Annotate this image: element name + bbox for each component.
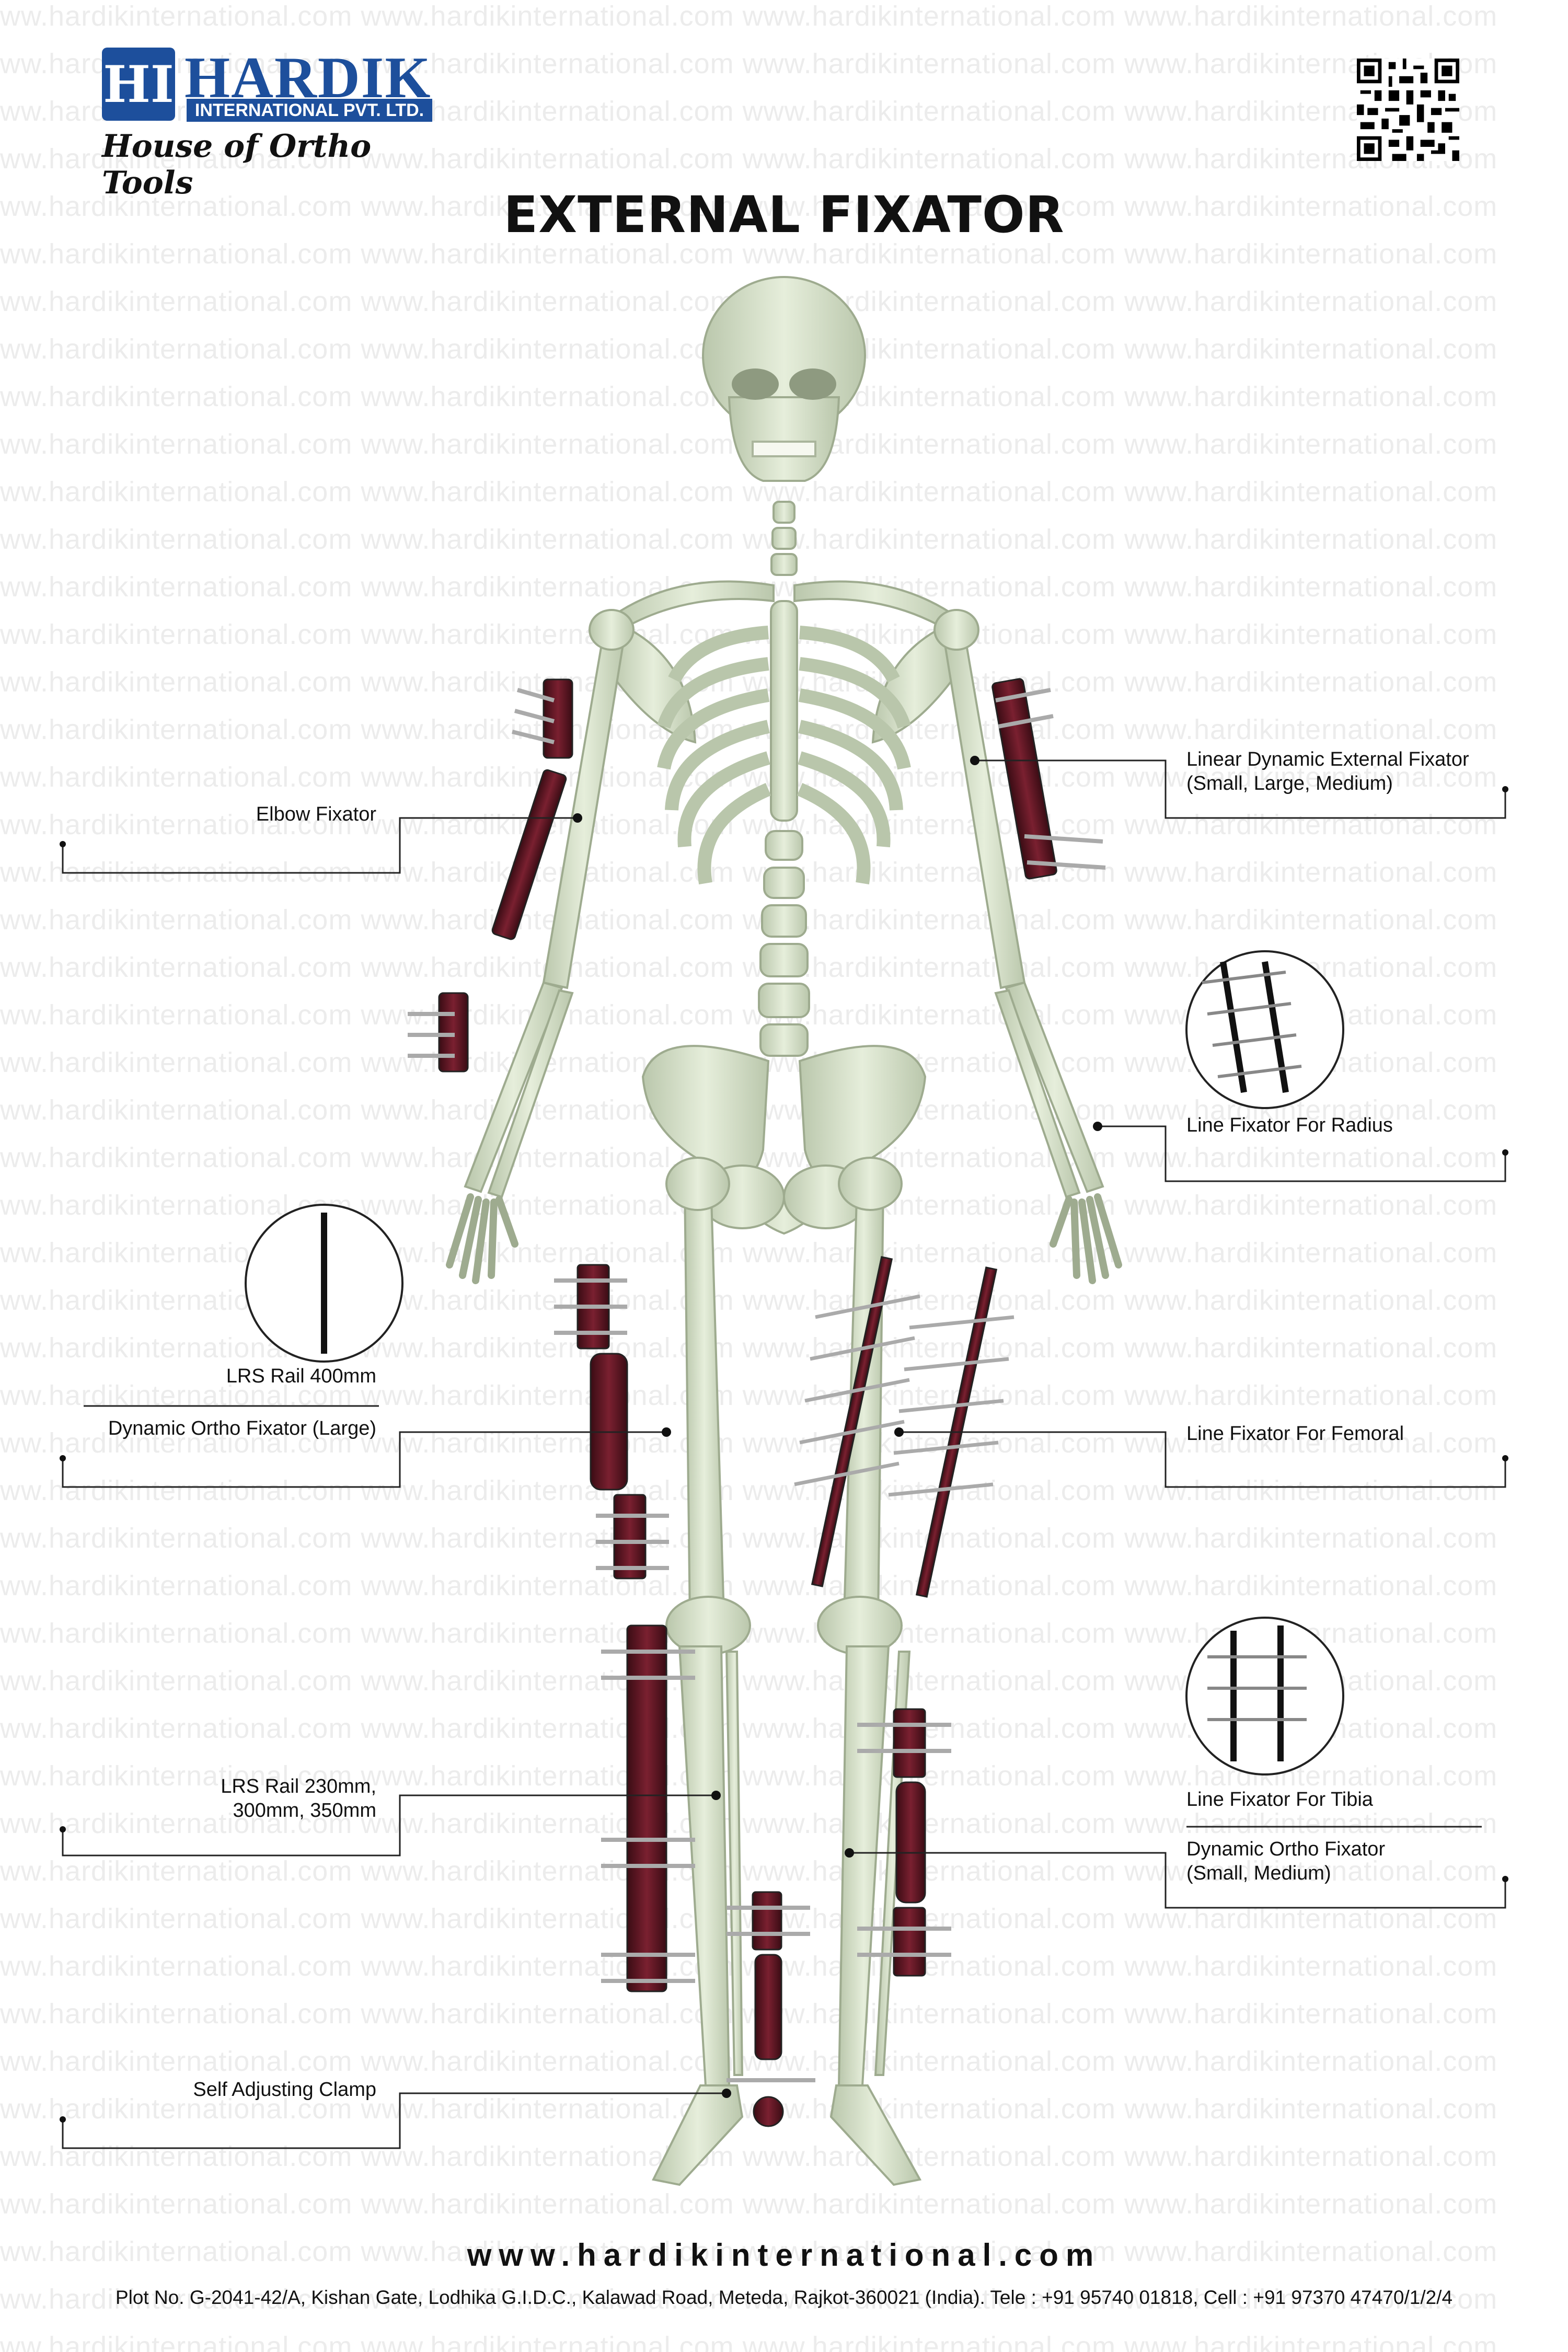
footer-address: Plot No. G-2041-42/A, Kishan Gate, Lodhi… (115, 2287, 1453, 2308)
finger (446, 1193, 474, 1269)
qr-code-icon (1357, 59, 1459, 161)
logo-monogram-icon: HI (102, 48, 175, 121)
humeral-head-left (589, 609, 635, 651)
self-adjusting-clamp (727, 1891, 815, 2127)
clavicle-left (610, 580, 775, 635)
label-linear-dynamic-line2: (Small, Large, Medium) (1186, 773, 1393, 794)
finger (488, 1198, 498, 1279)
vertebra (759, 943, 809, 977)
label-dynamic-ortho-small-line2: (Small, Medium) (1186, 1862, 1331, 1884)
finger (1078, 1198, 1096, 1284)
rib (677, 751, 770, 848)
radius-right (1005, 981, 1104, 1193)
label-dynamic-ortho-small: Dynamic Ortho Fixator (Small, Medium) (1186, 1837, 1500, 1885)
foot-left (652, 2084, 744, 2186)
label-line-fixator-femoral: Line Fixator For Femoral (1186, 1423, 1404, 1445)
vertebra (773, 501, 795, 524)
femur-left (683, 1180, 725, 1622)
eye-socket-right (789, 368, 836, 400)
footer-website: www.hardikinternational.com (467, 2238, 1101, 2273)
label-dynamic-ortho-small-line1: Dynamic Ortho Fixator (1186, 1838, 1386, 1860)
finger (495, 1196, 518, 1248)
vertebra (761, 904, 807, 938)
dynamic-ortho-fixator-large (554, 1264, 669, 1579)
ulna-left (487, 989, 574, 1198)
label-linear-dynamic-line1: Linear Dynamic External Fixator (1186, 748, 1469, 770)
rib (657, 657, 769, 729)
vertebra (759, 1023, 809, 1057)
rib (697, 783, 771, 885)
finger (1086, 1196, 1109, 1279)
eye-socket-left (732, 368, 779, 400)
teeth (752, 441, 816, 457)
femoral-head-left (665, 1157, 730, 1211)
label-line-fixator-tibia: Line Fixator For Tibia (1186, 1789, 1373, 1811)
vertebra (771, 527, 797, 550)
foot-right (829, 2084, 922, 2186)
label-self-adjusting-clamp: Self Adjusting Clamp (193, 2079, 376, 2101)
rib (798, 720, 903, 811)
label-lrs-rail-230-line1: LRS Rail 230mm, (221, 1775, 376, 1797)
rib (799, 626, 900, 683)
rib (668, 626, 769, 683)
rib (798, 688, 911, 770)
femur-right (843, 1180, 885, 1622)
detail-circle-tibia (1185, 1617, 1344, 1775)
femoral-head-right (838, 1157, 903, 1211)
finger (472, 1198, 490, 1284)
label-linear-dynamic: Linear Dynamic External Fixator (Small, … (1186, 747, 1521, 795)
label-lrs-rail-230: LRS Rail 230mm, 300mm, 350mm (157, 1774, 376, 1823)
vertebra (758, 983, 810, 1018)
label-elbow-fixator: Elbow Fixator (256, 803, 376, 825)
vertebra (770, 553, 798, 576)
logo-tagline: House of Ortho Tools (102, 128, 372, 201)
vertebra (763, 867, 805, 899)
finger (1050, 1196, 1073, 1248)
label-lrs-rail-230-line2: 300mm, 350mm (233, 1800, 376, 1821)
rib (657, 688, 770, 770)
detail-circles (245, 950, 1344, 1775)
rib (799, 657, 911, 729)
finger (1094, 1193, 1122, 1269)
company-logo: HI HARDIK INTERNATIONAL PVT. LTD. House … (97, 44, 442, 201)
finger (459, 1196, 482, 1279)
clavicle-right (793, 580, 958, 635)
label-lrs-rail-400: LRS Rail 400mm (226, 1365, 376, 1387)
page-title: EXTERNAL FIXATOR (503, 186, 1065, 244)
radius-left (464, 981, 563, 1193)
skeleton (446, 276, 1122, 2186)
rib (797, 783, 871, 885)
fibula-left (725, 1651, 744, 2076)
line-fixator-femoral (794, 1256, 1014, 1598)
sternum (770, 600, 798, 822)
rib (798, 751, 891, 848)
label-line-fixator-radius: Line Fixator For Radius (1186, 1114, 1393, 1136)
jaw (728, 396, 840, 482)
rib (665, 720, 770, 811)
finger (1070, 1198, 1080, 1279)
ulna-right (994, 989, 1081, 1198)
humeral-head-right (933, 609, 979, 651)
vertebra (765, 830, 803, 861)
label-dynamic-ortho-large: Dynamic Ortho Fixator (Large) (108, 1417, 376, 1439)
logo-subtitle: INTERNATIONAL PVT. LTD. (187, 99, 432, 122)
linear-dynamic-fixator (991, 678, 1106, 880)
